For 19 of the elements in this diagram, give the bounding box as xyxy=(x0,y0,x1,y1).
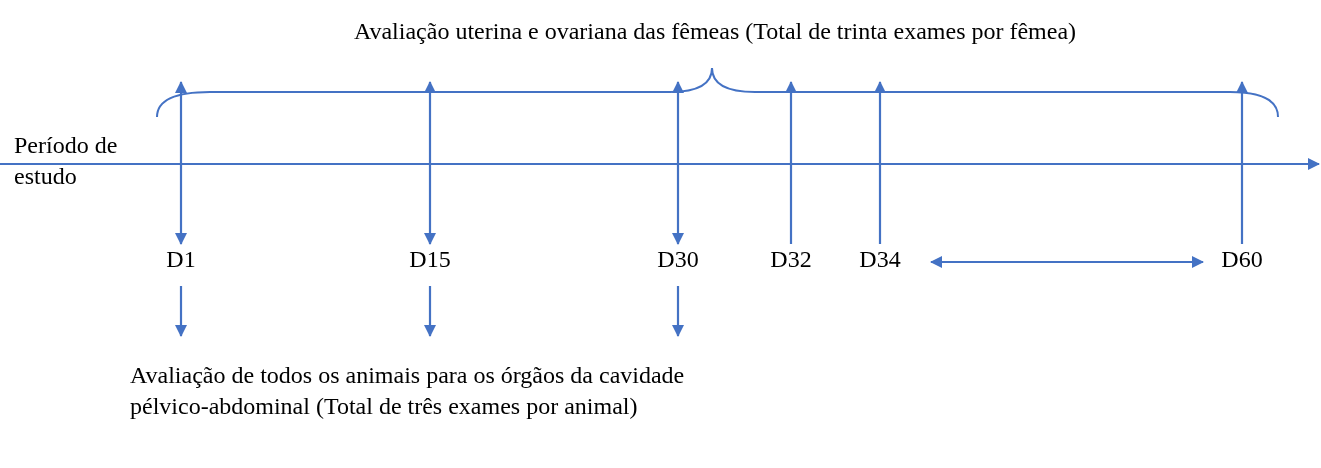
arrow xyxy=(424,81,436,245)
arrow xyxy=(672,286,684,337)
text-label: D60 xyxy=(1207,244,1277,280)
text-label: Avaliação uterina e ovariana das fêmeas (Total de trinta exames por fêmea) xyxy=(180,16,1250,82)
text-label: D32 xyxy=(756,244,826,280)
text-label: Período de estudo xyxy=(14,130,136,196)
arrow xyxy=(1236,81,1248,244)
text-label: D30 xyxy=(643,244,713,280)
text-label: D15 xyxy=(395,244,465,280)
arrow xyxy=(785,81,797,244)
arrow xyxy=(672,81,684,245)
arrow xyxy=(424,286,436,337)
arrow xyxy=(930,256,1204,268)
arrow xyxy=(175,81,187,245)
text-label: D1 xyxy=(146,244,216,280)
arrow xyxy=(175,286,187,337)
text-label: D34 xyxy=(845,244,915,280)
text-label: Avaliação de todos os animais para os órgãos da cavidade pélvico-abdominal (Total de três exames por animal) xyxy=(130,360,715,460)
arrow xyxy=(874,81,886,244)
